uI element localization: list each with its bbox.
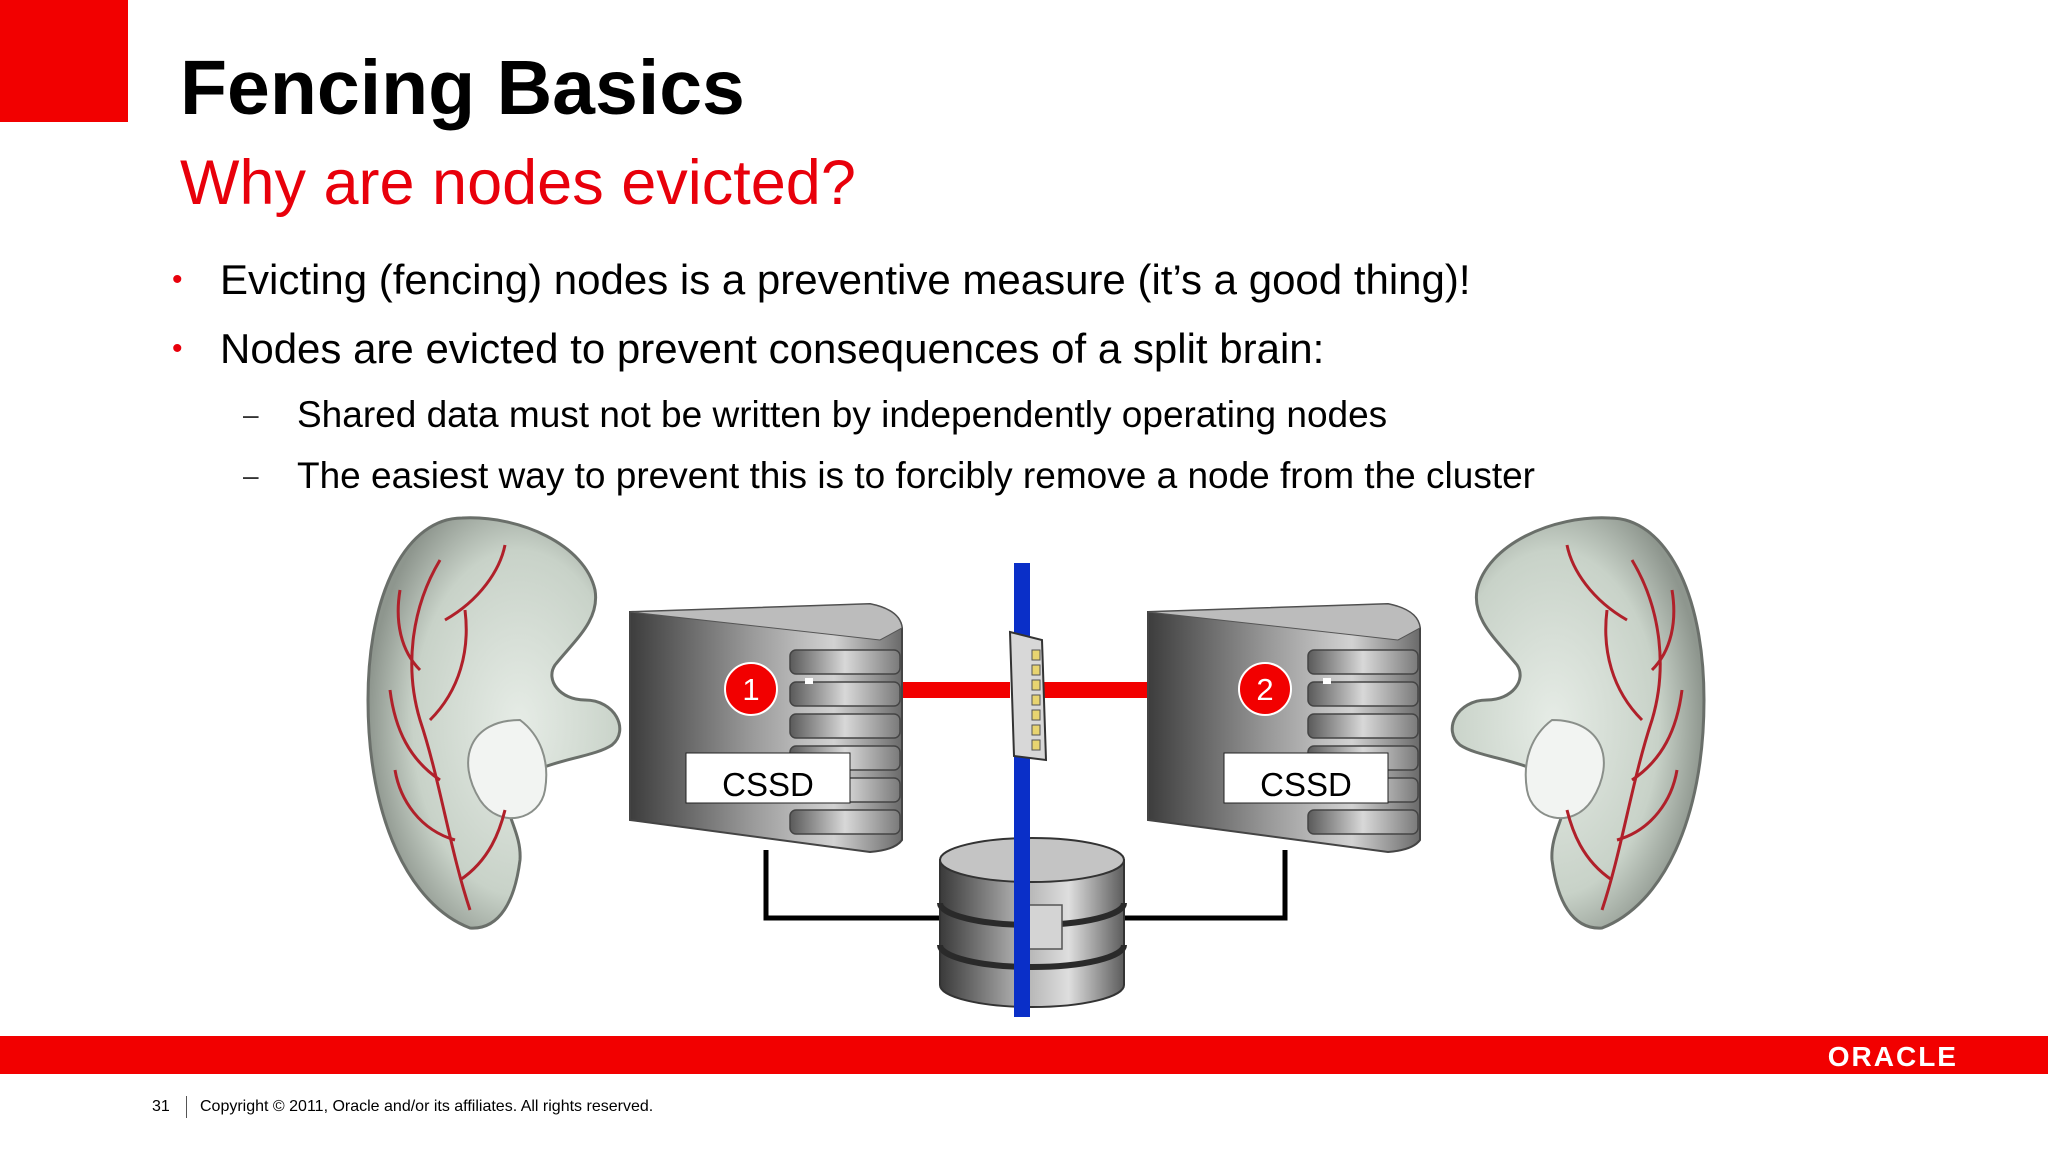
disk-icon [1010,632,1046,760]
node-badge-number: 2 [1256,672,1273,707]
server-icon [630,604,902,852]
interconnect-link [900,682,1010,698]
database-icon [940,838,1124,1007]
storage-cable [1125,850,1285,918]
brain-icon [1452,518,1704,928]
split-divider [1014,563,1030,1017]
footer-bar [0,1036,2048,1074]
footer-divider [186,1096,187,1118]
copyright-notice: Copyright © 2011, Oracle and/or its affi… [200,1098,653,1116]
cssd-label: CSSD [722,766,814,803]
cssd-label: CSSD [1260,766,1352,803]
node-badge-number: 1 [742,672,759,707]
brain-icon [368,518,620,928]
storage-cable [766,850,945,918]
oracle-logo: ORACLE [1828,1041,1958,1073]
page-number: 31 [152,1098,170,1116]
server-icon [1148,604,1420,852]
interconnect-link [1040,682,1152,698]
